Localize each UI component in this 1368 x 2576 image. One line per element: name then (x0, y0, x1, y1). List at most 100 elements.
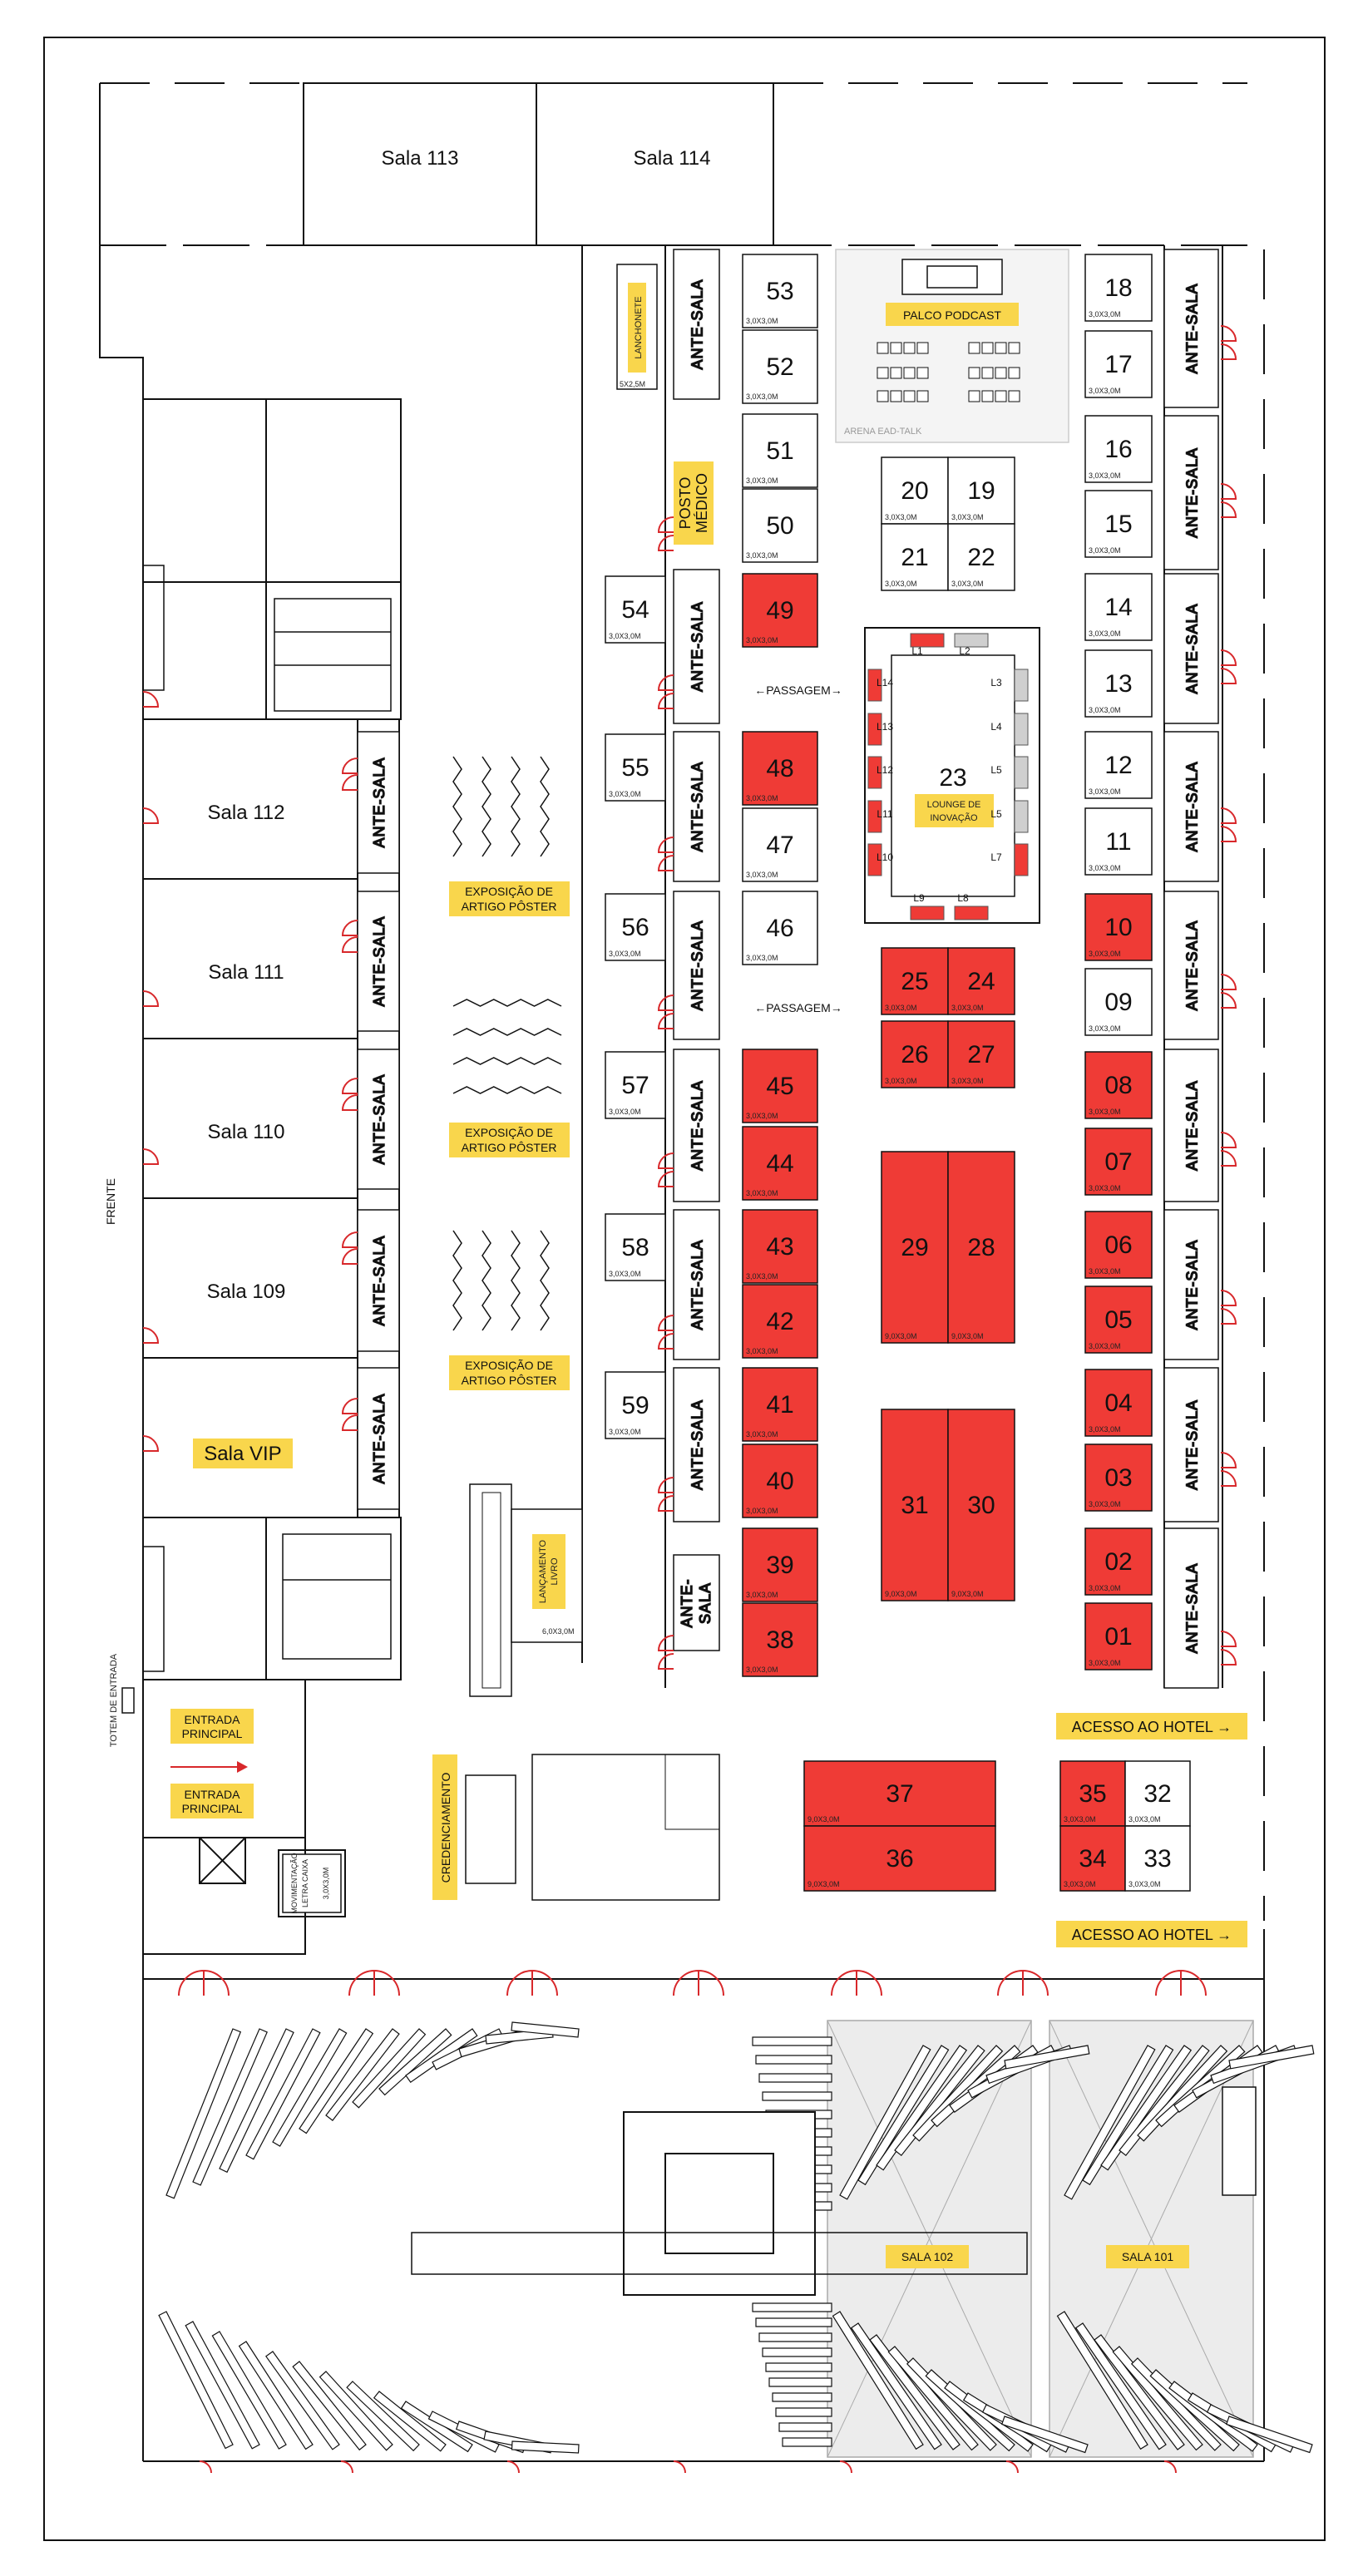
booth-33[interactable]: 333,0X3,0M (1124, 1825, 1191, 1892)
lounge-slot-L11[interactable]: L11 (867, 800, 893, 833)
lounge-slot-box[interactable] (1014, 843, 1029, 876)
booth-26[interactable]: 263,0X3,0M (881, 1020, 949, 1088)
booth-48-box[interactable] (742, 731, 818, 806)
booth-41-box[interactable] (742, 1367, 818, 1442)
booth-55[interactable]: 553,0X3,0M (605, 733, 666, 802)
booth-07[interactable]: 073,0X3,0M (1084, 1128, 1153, 1196)
lounge-slot-box[interactable] (910, 633, 945, 648)
booth-09-box[interactable] (1084, 968, 1153, 1036)
booth-36[interactable]: 369,0X3,0M (803, 1825, 996, 1892)
booth-46[interactable]: 463,0X3,0M (742, 891, 818, 965)
lounge-slot-box[interactable] (1014, 713, 1029, 746)
booth-17[interactable]: 173,0X3,0M (1084, 330, 1153, 398)
booth-28-box[interactable] (947, 1151, 1015, 1344)
booth-54-box[interactable] (605, 575, 666, 644)
arena-ead-talk[interactable]: PALCO PODCAST ARENA EAD-TALK (835, 249, 1069, 443)
booth-32-box[interactable] (1124, 1760, 1191, 1827)
booth-20-box[interactable] (881, 456, 949, 525)
booth-32[interactable]: 323,0X3,0M (1124, 1760, 1191, 1827)
booth-58-box[interactable] (605, 1213, 666, 1281)
booth-12[interactable]: 123,0X3,0M (1084, 731, 1153, 799)
booth-52[interactable]: 523,0X3,0M (742, 329, 818, 404)
booth-58[interactable]: 583,0X3,0M (605, 1213, 666, 1281)
booth-11-box[interactable] (1084, 807, 1153, 876)
lounge-slot-box[interactable] (867, 756, 882, 789)
booth-25[interactable]: 253,0X3,0M (881, 947, 949, 1015)
lounge-slot-box[interactable] (867, 669, 882, 702)
booth-28[interactable]: 289,0X3,0M (947, 1151, 1015, 1344)
booth-19[interactable]: 193,0X3,0M (947, 456, 1015, 525)
booth-10[interactable]: 103,0X3,0M (1084, 893, 1153, 961)
booth-50[interactable]: 503,0X3,0M (742, 488, 818, 563)
booth-54[interactable]: 543,0X3,0M (605, 575, 666, 644)
booth-59[interactable]: 593,0X3,0M (605, 1371, 666, 1439)
booth-40[interactable]: 403,0X3,0M (742, 1443, 818, 1518)
booth-51[interactable]: 513,0X3,0M (742, 413, 818, 488)
booth-24-box[interactable] (947, 947, 1015, 1015)
booth-19-box[interactable] (947, 456, 1015, 525)
credenciamento[interactable]: CREDENCIAMENTO (432, 1754, 720, 1901)
booth-38-box[interactable] (742, 1602, 818, 1677)
letra-caixa-box[interactable] (282, 1853, 342, 1913)
booth-12-box[interactable] (1084, 731, 1153, 799)
booth-34-box[interactable] (1059, 1825, 1126, 1892)
booth-41[interactable]: 413,0X3,0M (742, 1367, 818, 1442)
booth-09[interactable]: 093,0X3,0M (1084, 968, 1153, 1036)
booth-05[interactable]: 053,0X3,0M (1084, 1286, 1153, 1354)
booth-03[interactable]: 033,0X3,0M (1084, 1443, 1153, 1512)
booth-15-box[interactable] (1084, 490, 1153, 558)
booth-51-box[interactable] (742, 413, 818, 488)
booth-22-box[interactable] (947, 523, 1015, 591)
booth-45[interactable]: 453,0X3,0M (742, 1049, 818, 1123)
lounge-slot-L1[interactable]: L1 (910, 633, 945, 657)
booth-47-box[interactable] (742, 807, 818, 882)
booth-49[interactable]: 493,0X3,0M (742, 573, 818, 648)
booth-01[interactable]: 013,0X3,0M (1084, 1602, 1153, 1670)
booth-37[interactable]: 379,0X3,0M (803, 1760, 996, 1827)
lounge-slot-box[interactable] (954, 633, 989, 648)
lounge-slot-L5[interactable]: L5 (990, 756, 1029, 789)
booth-35[interactable]: 353,0X3,0M (1059, 1760, 1126, 1827)
lounge-slot-L2[interactable]: L2 (954, 633, 989, 657)
booth-33-box[interactable] (1124, 1825, 1191, 1892)
booth-27-box[interactable] (947, 1020, 1015, 1088)
booth-39[interactable]: 393,0X3,0M (742, 1527, 818, 1602)
booth-26-box[interactable] (881, 1020, 949, 1088)
booth-29[interactable]: 299,0X3,0M (881, 1151, 949, 1344)
booth-18[interactable]: 183,0X3,0M (1084, 254, 1153, 322)
lounge-slot-box[interactable] (954, 906, 989, 920)
booth-14[interactable]: 143,0X3,0M (1084, 573, 1153, 641)
booth-48[interactable]: 483,0X3,0M (742, 731, 818, 806)
booth-31[interactable]: 319,0X3,0M (881, 1409, 949, 1601)
booth-04[interactable]: 043,0X3,0M (1084, 1369, 1153, 1437)
lounge-slot-L9[interactable]: L9 (910, 892, 945, 920)
booth-30[interactable]: 309,0X3,0M (947, 1409, 1015, 1601)
booth-10-box[interactable] (1084, 893, 1153, 961)
booth-38[interactable]: 383,0X3,0M (742, 1602, 818, 1677)
booth-52-box[interactable] (742, 329, 818, 404)
booth-31-box[interactable] (881, 1409, 949, 1601)
booth-22[interactable]: 223,0X3,0M (947, 523, 1015, 591)
booth-21-box[interactable] (881, 523, 949, 591)
booth-42-box[interactable] (742, 1284, 818, 1359)
lounge-slot-L12[interactable]: L12 (867, 756, 893, 789)
booth-44-box[interactable] (742, 1126, 818, 1201)
booth-17-box[interactable] (1084, 330, 1153, 398)
lounge-slot-box[interactable] (1014, 756, 1029, 789)
lancamento-livro[interactable]: LANÇAMENTO LIVRO 6,0X3,0M (469, 1483, 583, 1697)
booth-08-box[interactable] (1084, 1051, 1153, 1119)
lounge-slot-box[interactable] (1014, 669, 1029, 702)
booth-56-box[interactable] (605, 893, 666, 961)
lounge-slot-box[interactable] (867, 713, 882, 746)
lounge-slot-L4[interactable]: L4 (990, 713, 1029, 746)
booth-21[interactable]: 213,0X3,0M (881, 523, 949, 591)
booth-49-box[interactable] (742, 573, 818, 648)
booth-24[interactable]: 243,0X3,0M (947, 947, 1015, 1015)
booth-04-box[interactable] (1084, 1369, 1153, 1437)
booth-02-box[interactable] (1084, 1527, 1153, 1596)
booth-55-box[interactable] (605, 733, 666, 802)
booth-34[interactable]: 343,0X3,0M (1059, 1825, 1126, 1892)
lounge-slot-box[interactable] (867, 800, 882, 833)
booth-29-box[interactable] (881, 1151, 949, 1344)
